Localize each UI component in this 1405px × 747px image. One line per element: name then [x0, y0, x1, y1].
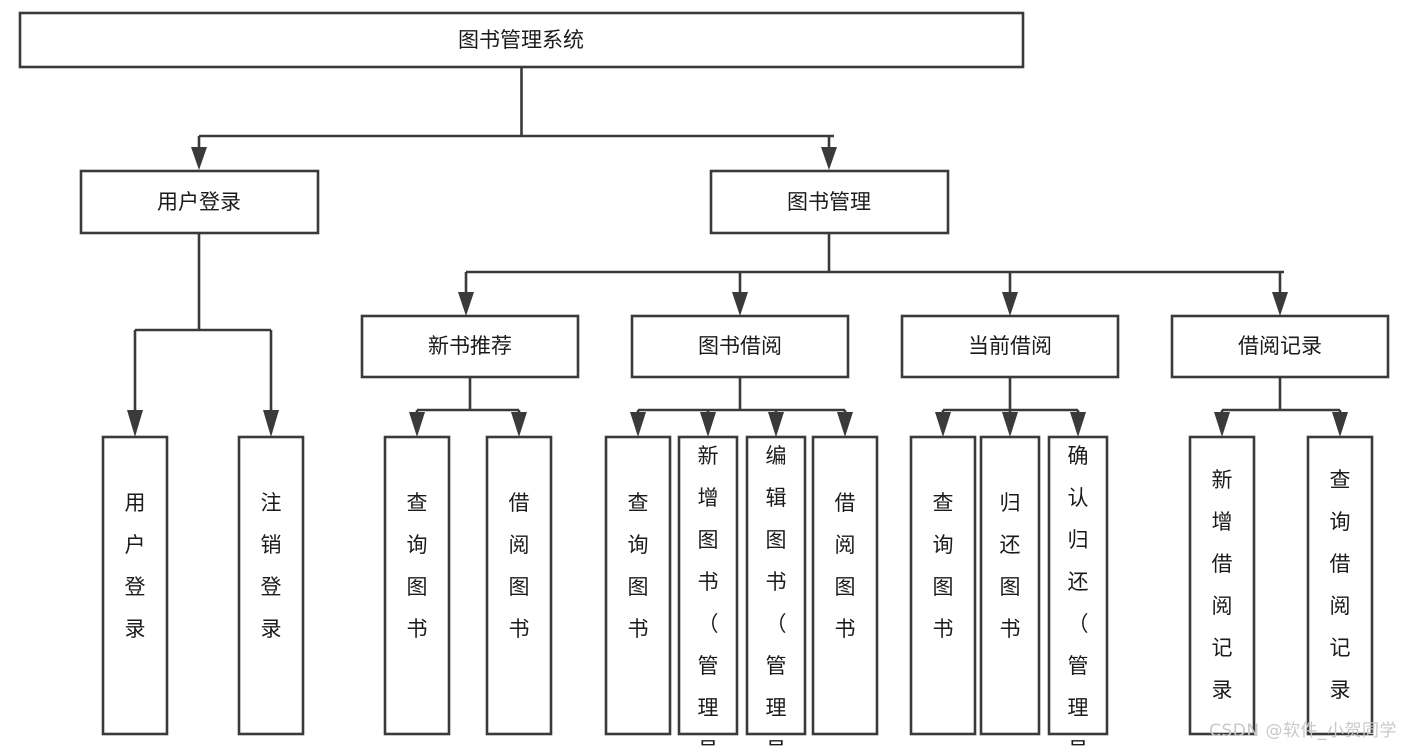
leaf-borrow-query-box[interactable]: [604, 435, 672, 736]
leaf-borrow-edit-label: 编辑图书（管理员）: [766, 444, 787, 747]
leaf-node[interactable]: 查询图书: [383, 435, 451, 736]
node-new-book-label: 新书推荐: [428, 334, 512, 358]
node-current-borrow-label: 当前借阅: [968, 334, 1052, 358]
node-user-login-label: 用户登录: [157, 190, 241, 214]
leaf-borrow-book-box[interactable]: [811, 435, 879, 736]
arrow-current-borrow-leaf3: [1070, 412, 1086, 437]
node-book-manage-box[interactable]: [709, 169, 950, 235]
leaf-record-add-label: 新增借阅记录: [1212, 468, 1233, 702]
arrow-new-book-leaf1: [409, 412, 425, 437]
node-new-book[interactable]: 新书推荐: [360, 314, 580, 379]
node-user-login[interactable]: 用户登录: [79, 169, 320, 235]
arrow-book-borrow-leaf1: [630, 412, 646, 437]
arrow-to-borrow-record: [1272, 292, 1288, 316]
leaf-current-return-box[interactable]: [979, 435, 1041, 736]
leaf-node[interactable]: 注销登录: [237, 435, 305, 736]
arrow-borrow-record-leaf1: [1214, 412, 1230, 437]
leaf-current-confirm-box[interactable]: [1047, 435, 1109, 736]
node-root-label: 图书管理系统: [458, 28, 584, 52]
leaf-newbook-query-box[interactable]: [383, 435, 451, 736]
leaf-node[interactable]: 查询借阅记录: [1306, 435, 1374, 736]
leaf-node[interactable]: 新增图书（管理员）: [677, 435, 739, 747]
leaf-node[interactable]: 查询图书: [909, 435, 977, 736]
leaf-borrow-book-label: 借阅图书: [835, 491, 856, 641]
arrow-to-user-login: [191, 147, 207, 170]
node-current-borrow-box[interactable]: [900, 314, 1120, 379]
node-book-manage[interactable]: 图书管理: [709, 169, 950, 235]
leaf-current-return-label: 归还图书: [1000, 491, 1021, 641]
leaf-newbook-borrow-label: 借阅图书: [509, 491, 530, 641]
leaf-newbook-query-label: 查询图书: [407, 491, 428, 641]
leaf-current-query-label: 查询图书: [933, 491, 954, 641]
arrow-book-borrow-leaf4: [837, 412, 853, 437]
node-book-borrow-label: 图书借阅: [698, 334, 782, 358]
leaf-borrow-query-label: 查询图书: [628, 491, 649, 641]
leaf-newbook-borrow-box[interactable]: [485, 435, 553, 736]
leaf-node[interactable]: 用户登录: [101, 435, 169, 736]
leaf-user-login-box[interactable]: [101, 435, 169, 736]
arrow-borrow-record-leaf2: [1332, 412, 1348, 437]
node-root-box[interactable]: [18, 11, 1025, 69]
leaf-node[interactable]: 确认归还（管理员）: [1047, 435, 1109, 747]
arrow-current-borrow-leaf1: [935, 412, 951, 437]
leaf-node[interactable]: 归还图书: [979, 435, 1041, 736]
leaf-node[interactable]: 查询图书: [604, 435, 672, 736]
arrow-to-current-borrow: [1002, 292, 1018, 316]
leaf-record-query-label: 查询借阅记录: [1330, 468, 1351, 702]
node-borrow-record[interactable]: 借阅记录: [1170, 314, 1390, 379]
arrow-to-book-manage: [821, 147, 837, 170]
leaf-borrow-edit-box[interactable]: [745, 435, 807, 736]
leaf-node[interactable]: 借阅图书: [811, 435, 879, 736]
node-book-borrow-box[interactable]: [630, 314, 850, 379]
leaf-current-confirm-label: 确认归还（管理员）: [1068, 444, 1089, 747]
leaf-node[interactable]: 借阅图书: [485, 435, 553, 736]
arrow-to-book-borrow: [732, 292, 748, 316]
node-borrow-record-label: 借阅记录: [1238, 334, 1322, 358]
node-user-login-box[interactable]: [79, 169, 320, 235]
leaf-borrow-add-label: 新增图书（管理员）: [698, 444, 719, 747]
node-book-manage-label: 图书管理: [787, 190, 871, 214]
leaf-record-query-box[interactable]: [1306, 435, 1374, 736]
leaf-node[interactable]: 编辑图书（管理员）: [745, 435, 807, 747]
leaf-current-query-box[interactable]: [909, 435, 977, 736]
connectors: [127, 67, 1348, 437]
arrow-book-borrow-leaf3: [768, 412, 784, 437]
arrow-new-book-leaf2: [511, 412, 527, 437]
leaf-node[interactable]: 新增借阅记录: [1188, 435, 1256, 736]
arrow-to-new-book: [458, 292, 474, 316]
leaf-user-login-label: 用户登录: [125, 491, 146, 641]
arrow-current-borrow-leaf2: [1002, 412, 1018, 437]
node-book-borrow[interactable]: 图书借阅: [630, 314, 850, 379]
arrow-user-login-leaf1: [127, 410, 143, 437]
node-new-book-box[interactable]: [360, 314, 580, 379]
node-borrow-record-box[interactable]: [1170, 314, 1390, 379]
node-current-borrow[interactable]: 当前借阅: [900, 314, 1120, 379]
leaf-record-add-box[interactable]: [1188, 435, 1256, 736]
leaf-logout-box[interactable]: [237, 435, 305, 736]
node-root[interactable]: 图书管理系统: [18, 11, 1025, 69]
leaf-logout-label: 注销登录: [261, 491, 282, 641]
leaf-borrow-add-box[interactable]: [677, 435, 739, 736]
arrow-book-borrow-leaf2: [700, 412, 716, 437]
arrow-user-login-leaf2: [263, 410, 279, 437]
